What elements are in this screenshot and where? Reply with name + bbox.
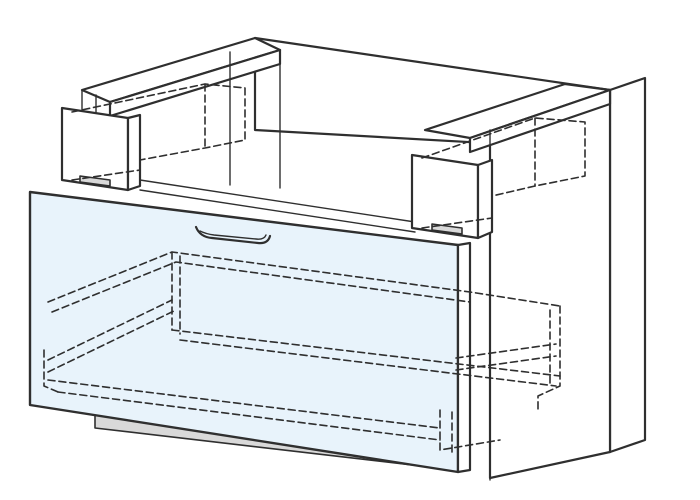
left-drawer-hidden-lines xyxy=(71,83,246,161)
right-small-drawer xyxy=(410,117,586,240)
left-small-drawer xyxy=(60,83,246,192)
drawer-box-bottom-front xyxy=(47,379,441,429)
right-drawer-hidden-lines-3 xyxy=(421,217,493,229)
main-drawer-handle xyxy=(194,225,272,245)
drawer-box-front-left xyxy=(43,349,59,393)
drawer-box-mid-left-2 xyxy=(47,309,177,373)
drawer-box-right-side xyxy=(537,305,561,413)
top-rail-right-front xyxy=(468,88,612,154)
cabinet-right-side-inner xyxy=(488,88,612,480)
right-drawer-hidden-lines xyxy=(421,117,586,197)
drawer-box-top-back-2 xyxy=(51,261,471,313)
drawer-box-bottom-front-2 xyxy=(57,391,441,441)
main-drawer-front xyxy=(28,190,460,474)
drawer-box-right-front xyxy=(439,409,501,451)
drawer-box-bottom-back-2 xyxy=(179,339,557,387)
cabinet-right-side-panel xyxy=(608,76,647,454)
shelf-edge-back xyxy=(139,189,416,233)
main-drawer xyxy=(28,190,561,474)
left-drawer-side xyxy=(126,113,142,192)
drawer-box-top-back xyxy=(47,251,561,307)
drawer-runner-right-2 xyxy=(455,355,557,371)
right-drawer-handle xyxy=(431,223,463,235)
right-drawer-side xyxy=(476,158,494,240)
main-drawer-handle-inner xyxy=(199,230,267,240)
drawer-box-mid-left xyxy=(47,299,173,361)
drawer-box-bottom-back xyxy=(171,329,561,377)
drawer-runner-right xyxy=(455,343,557,359)
left-drawer-hidden-lines-3 xyxy=(71,169,141,181)
